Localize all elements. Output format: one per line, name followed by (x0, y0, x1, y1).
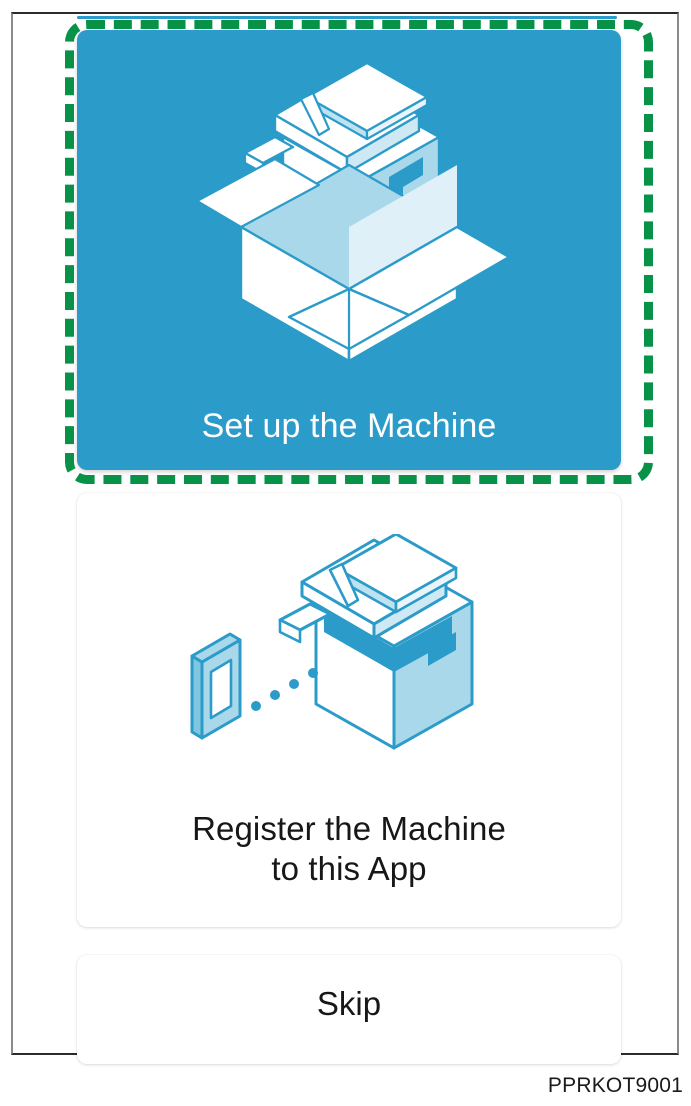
device-page-frame: Set up the Machine (11, 12, 679, 1064)
register-machine-label-line1: Register the Machine (192, 810, 506, 847)
phone-connecting-to-printer-icon (77, 519, 621, 819)
app-screen: Set up the Machine (13, 14, 677, 1064)
setup-machine-label: Set up the Machine (201, 407, 497, 445)
skip-button-label: Skip (316, 985, 382, 1022)
register-machine-label: Register the Machine to this App (77, 809, 621, 890)
setup-machine-card[interactable]: Set up the Machine (77, 30, 621, 470)
previous-card-sliver (77, 16, 617, 19)
figure-reference-code: PPRKOT9001 (547, 1074, 683, 1097)
skip-button[interactable]: Skip (77, 955, 621, 1064)
printer-in-open-box-icon (77, 44, 621, 374)
register-machine-card[interactable]: Register the Machine to this App (77, 493, 621, 927)
register-machine-label-line2: to this App (271, 850, 427, 888)
